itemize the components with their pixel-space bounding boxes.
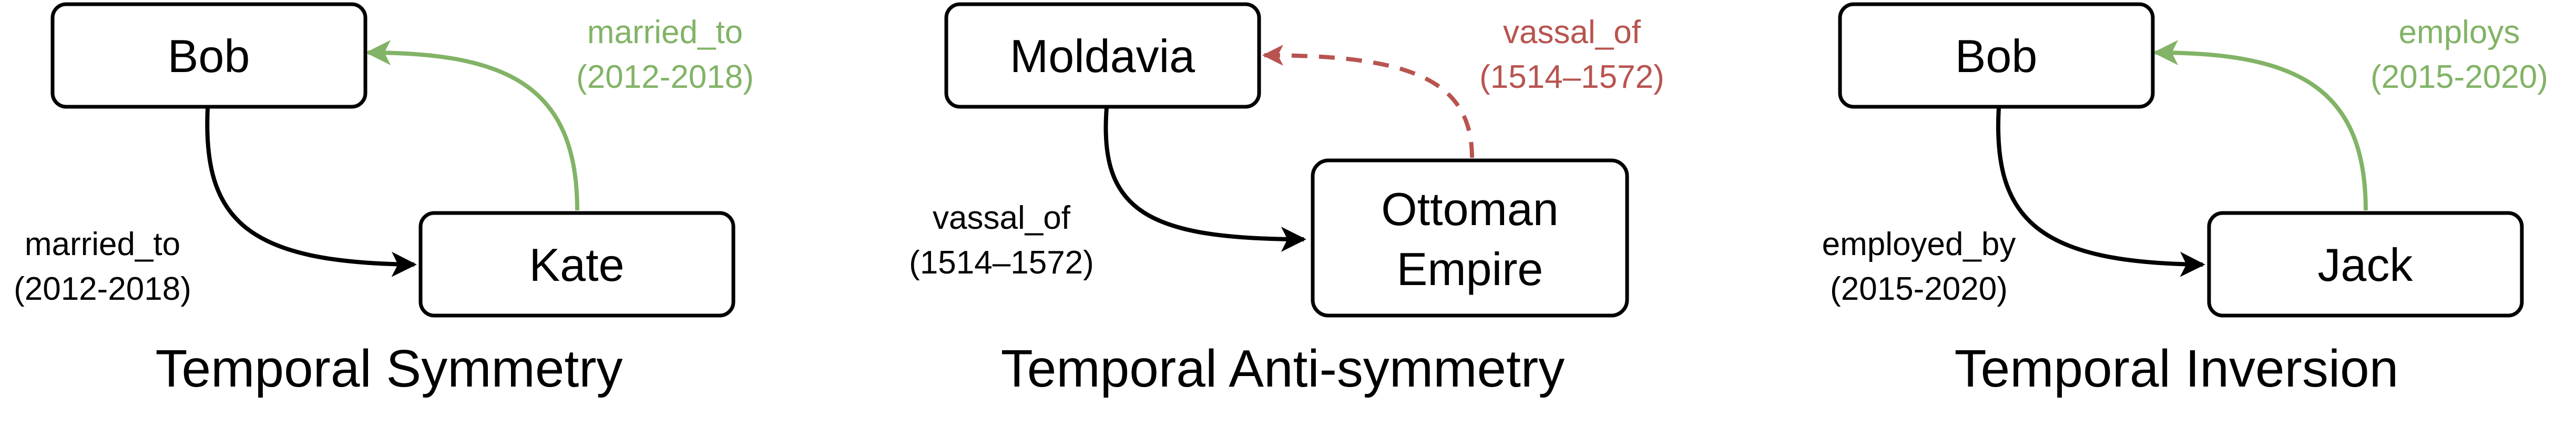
node-label: Bob (168, 30, 250, 82)
panel-temporal-inversion: Bob Jack employs (2015-2020) employed_by… (1822, 2, 2548, 398)
edge-moldavia-to-ottoman (1103, 107, 1306, 252)
edge-bob-to-jack (1996, 107, 2205, 277)
edge-bob-to-kate (205, 107, 417, 277)
edge-jack-to-bob (2153, 40, 2368, 211)
node-label-line2: Empire (1397, 243, 1543, 295)
node-label-line1: Ottoman (1381, 183, 1558, 235)
node-jack: Jack (2207, 211, 2524, 318)
node-kate: Kate (418, 211, 735, 318)
node-bob: Bob (1838, 2, 2155, 109)
node-ottoman-empire: Ottoman Empire (1311, 158, 1629, 318)
edge-label-relation: vassal_of (1503, 14, 1641, 50)
edge-label-relation: married_to (587, 14, 743, 50)
edge-kate-to-bob (365, 40, 579, 211)
node-moldavia: Moldavia (944, 2, 1261, 109)
edge-label-interval: (2015-2020) (2370, 59, 2548, 95)
edge-ottoman-to-moldavia (1262, 45, 1474, 158)
panel-caption: Temporal Anti-symmetry (1001, 339, 1565, 398)
panel-caption: Temporal Symmetry (155, 339, 622, 398)
node-bob: Bob (50, 2, 367, 109)
panel-caption: Temporal Inversion (1955, 339, 2399, 398)
node-label: Bob (1955, 30, 2038, 82)
edge-label-interval: (2012-2018) (14, 271, 191, 307)
edge-label-relation: married_to (25, 226, 180, 262)
edge-label-relation: employed_by (1822, 226, 2016, 262)
edge-label-relation: employs (2399, 14, 2520, 50)
edge-label-interval: (2015-2020) (1830, 271, 2008, 307)
edge-label-relation: vassal_of (933, 200, 1071, 236)
node-label: Jack (2318, 239, 2414, 291)
node-label: Kate (529, 239, 624, 291)
panel-temporal-symmetry: Bob Kate married_to (2012-2018) married_… (14, 2, 754, 398)
panel-temporal-antisymmetry: Moldavia Ottoman Empire vassal_of (1514–… (909, 2, 1664, 398)
node-label: Moldavia (1010, 30, 1195, 82)
edge-label-interval: (2012-2018) (576, 59, 754, 95)
edge-label-interval: (1514–1572) (909, 245, 1094, 281)
edge-label-interval: (1514–1572) (1479, 59, 1664, 95)
